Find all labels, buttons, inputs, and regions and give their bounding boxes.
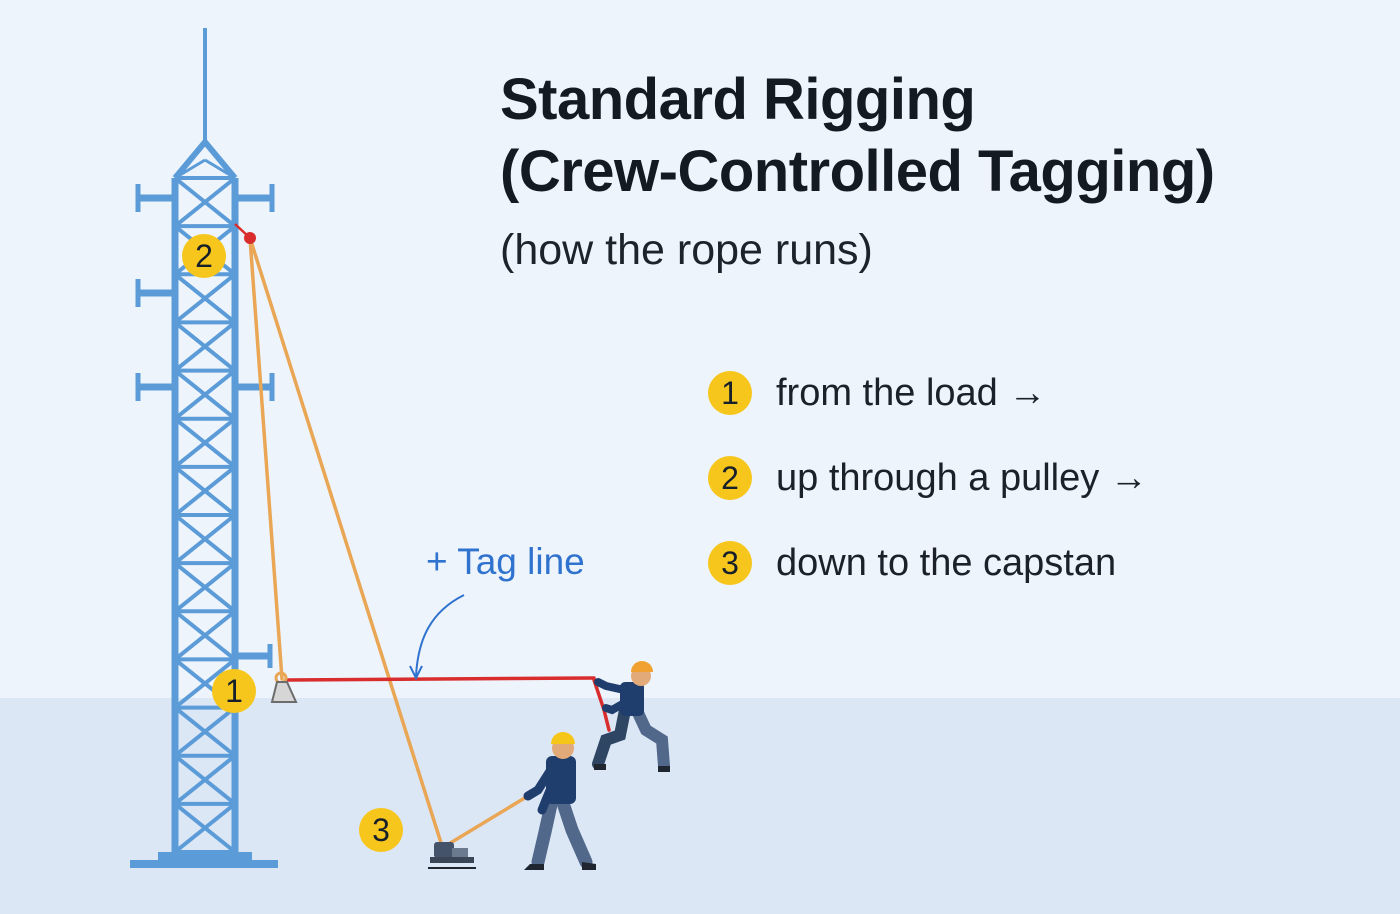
step-text: up through a pulley →	[776, 456, 1148, 499]
tower-brace	[173, 320, 237, 373]
tower-brace	[173, 609, 237, 661]
step-item: 2 up through a pulley →	[708, 453, 1148, 503]
load-weight	[270, 671, 298, 703]
rope-pulley-to-capstan	[248, 236, 444, 848]
tag-line-label: + Tag line	[426, 541, 585, 582]
tower-brace	[173, 754, 237, 806]
tower-brace	[173, 561, 237, 613]
tower-footing	[130, 860, 278, 868]
rope-capstan-to-crew	[445, 794, 530, 847]
tower-base	[158, 852, 252, 860]
step-number-badge: 1	[708, 371, 752, 415]
ground	[0, 698, 1400, 914]
step-item: 1 from the load →	[708, 368, 1148, 418]
tower-bracing	[173, 176, 237, 854]
tower-brace	[173, 657, 237, 710]
tag-line-pointer	[415, 594, 465, 677]
mount-caps	[135, 184, 275, 668]
step-item: 3 down to the capstan	[708, 538, 1148, 588]
tower-brace	[173, 465, 237, 517]
worker-tag-line	[592, 661, 670, 772]
capstan	[428, 842, 476, 869]
rope-load-to-pulley	[248, 236, 284, 681]
tower-brace	[173, 417, 237, 469]
subtitle: (how the rope runs)	[500, 226, 873, 274]
mount-arms	[138, 194, 272, 660]
step-number-badge: 2	[708, 456, 752, 500]
tag-line-pointer-head	[409, 665, 423, 681]
capstan-marker: 3	[359, 808, 403, 852]
steps-list: 1 from the load → 2 up through a pulley …	[708, 368, 1148, 623]
tower-brace	[173, 176, 237, 228]
title-line-1: Standard Rigging	[500, 67, 976, 132]
lattice-tower	[130, 28, 278, 868]
pulley	[244, 232, 256, 244]
tower-brace	[173, 802, 237, 854]
tower-brace	[173, 369, 237, 421]
step-text: down to the capstan	[776, 541, 1117, 584]
tower-peak	[172, 137, 238, 180]
worker-capstan	[523, 732, 596, 870]
title-line-2: (Crew-Controlled Tagging)	[500, 139, 1215, 204]
tower-brace	[173, 513, 237, 565]
page-title: Standard Rigging (Crew-Controlled Taggin…	[500, 64, 1215, 208]
tower-brace	[173, 706, 237, 758]
step-text: from the load →	[776, 371, 1047, 414]
load-marker: 1	[212, 669, 256, 713]
step-number-badge: 3	[708, 541, 752, 585]
tower-brace	[173, 272, 237, 324]
pulley-marker: 2	[182, 234, 226, 278]
